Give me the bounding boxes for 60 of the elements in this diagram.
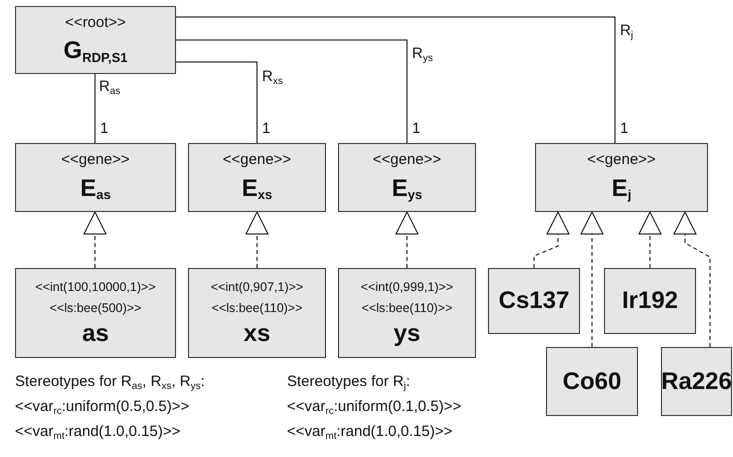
class-name: xs: [244, 319, 270, 349]
realization-arrow: [396, 212, 418, 268]
class-name: E$_{ys}$: [392, 174, 422, 204]
class-box: [15, 268, 176, 358]
multiplicity-label: 1: [100, 120, 108, 139]
class-box: [488, 268, 580, 334]
realization-arrow: [638, 212, 662, 268]
class-name: ys: [394, 319, 420, 349]
class-name: E$_{xs}$: [242, 174, 272, 204]
class-box: [188, 143, 326, 212]
stereotype-note: Stereotypes for R$_{j}$:: [287, 373, 410, 392]
class-name: G$_{RDP,S1}$: [64, 36, 128, 66]
association-line: [176, 16, 616, 144]
class-name: E$_{as}$: [80, 174, 111, 204]
multiplicity-label: 1: [620, 120, 628, 139]
class-name: Ra226: [661, 366, 732, 396]
class-box: [338, 143, 476, 212]
class-box: [15, 143, 176, 212]
association-line: [176, 62, 258, 144]
class-name: E$_{j}$: [612, 174, 632, 204]
stereotype-label: <<ls:bee(110)>>: [362, 300, 452, 317]
edge-label: R$_{j}$: [620, 22, 634, 41]
realization-arrow: [674, 212, 710, 348]
association-line: [94, 74, 96, 144]
stereotype-label: <<gene>>: [222, 151, 292, 170]
stereotype-label: <<int(100,10000,1)>>: [35, 279, 156, 296]
realization-arrow: [534, 212, 570, 268]
stereotype-label: <<gene>>: [587, 151, 656, 170]
edge-label: R$_{as}$: [99, 78, 120, 97]
class-box: [188, 268, 326, 358]
stereotype-note: <<var$_{mt}$:rand(1.0,0.15)>>: [15, 423, 180, 442]
multiplicity-label: 1: [412, 120, 420, 139]
stereotype-label: <<int(0,907,1)>>: [210, 279, 304, 296]
class-box: [604, 268, 696, 334]
stereotype-note: <<var$_{mt}$:rand(1.0,0.15)>>: [287, 423, 452, 442]
stereotype-label: <<gene>>: [61, 151, 130, 170]
multiplicity-label: 1: [262, 120, 270, 139]
class-box: [338, 268, 476, 358]
stereotype-label: <<root>>: [65, 14, 126, 32]
stereotype-label: <<ls:bee(110)>>: [212, 300, 302, 317]
realization-arrow: [580, 212, 604, 348]
class-name: as: [82, 319, 109, 349]
edge-label: R$_{ys}$: [412, 45, 433, 64]
class-box: [546, 347, 638, 416]
stereotype-label: <<gene>>: [372, 151, 442, 170]
class-name: Ir192: [622, 286, 678, 316]
stereotype-note: Stereotypes for R$_{as}$, R$_{xs}$, R$_{ys}$:: [15, 373, 205, 392]
association-line: [176, 40, 408, 144]
stereotype-label: <<ls:bee(500)>>: [50, 300, 142, 317]
stereotype-label: <<int(0,999,1)>>: [360, 279, 454, 296]
stereotype-note: <<var$_{rc}$:uniform(0.1,0.5)>>: [287, 398, 462, 417]
class-box: [535, 143, 708, 212]
class-box: [661, 347, 732, 416]
stereotype-note: <<var$_{rc}$:uniform(0.5,0.5)>>: [15, 398, 190, 417]
class-name: Co60: [562, 366, 622, 396]
edge-label: R$_{xs}$: [262, 68, 283, 87]
realization-arrow: [84, 212, 106, 268]
realization-arrow: [246, 212, 268, 268]
class-name: Cs137: [498, 286, 570, 316]
class-box: [15, 6, 176, 74]
